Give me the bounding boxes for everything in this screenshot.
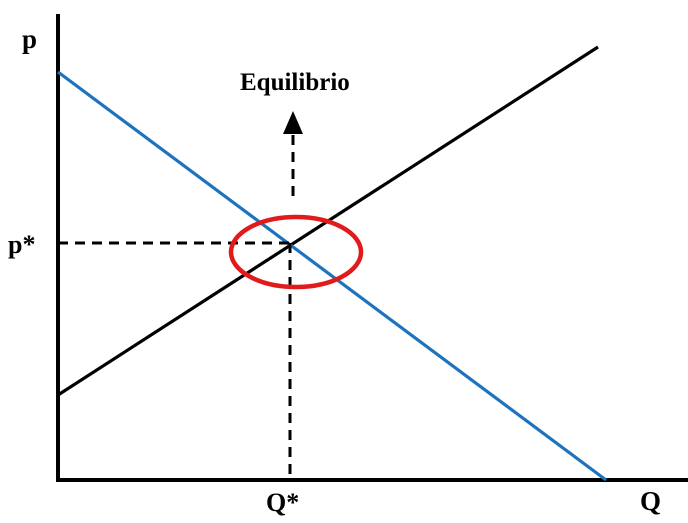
y-axis-label: p — [22, 24, 38, 54]
equilibrium-annotation: Equilibrio — [240, 69, 350, 96]
equilibrium-arrow-head-icon — [283, 111, 303, 134]
equilibrium-quantity-label: Q* — [266, 488, 300, 517]
equilibrium-highlight-ellipse — [228, 214, 364, 290]
equilibrium-price-label: p* — [8, 230, 36, 259]
x-axis-label: Q — [640, 486, 662, 516]
demand-line — [57, 70, 607, 482]
